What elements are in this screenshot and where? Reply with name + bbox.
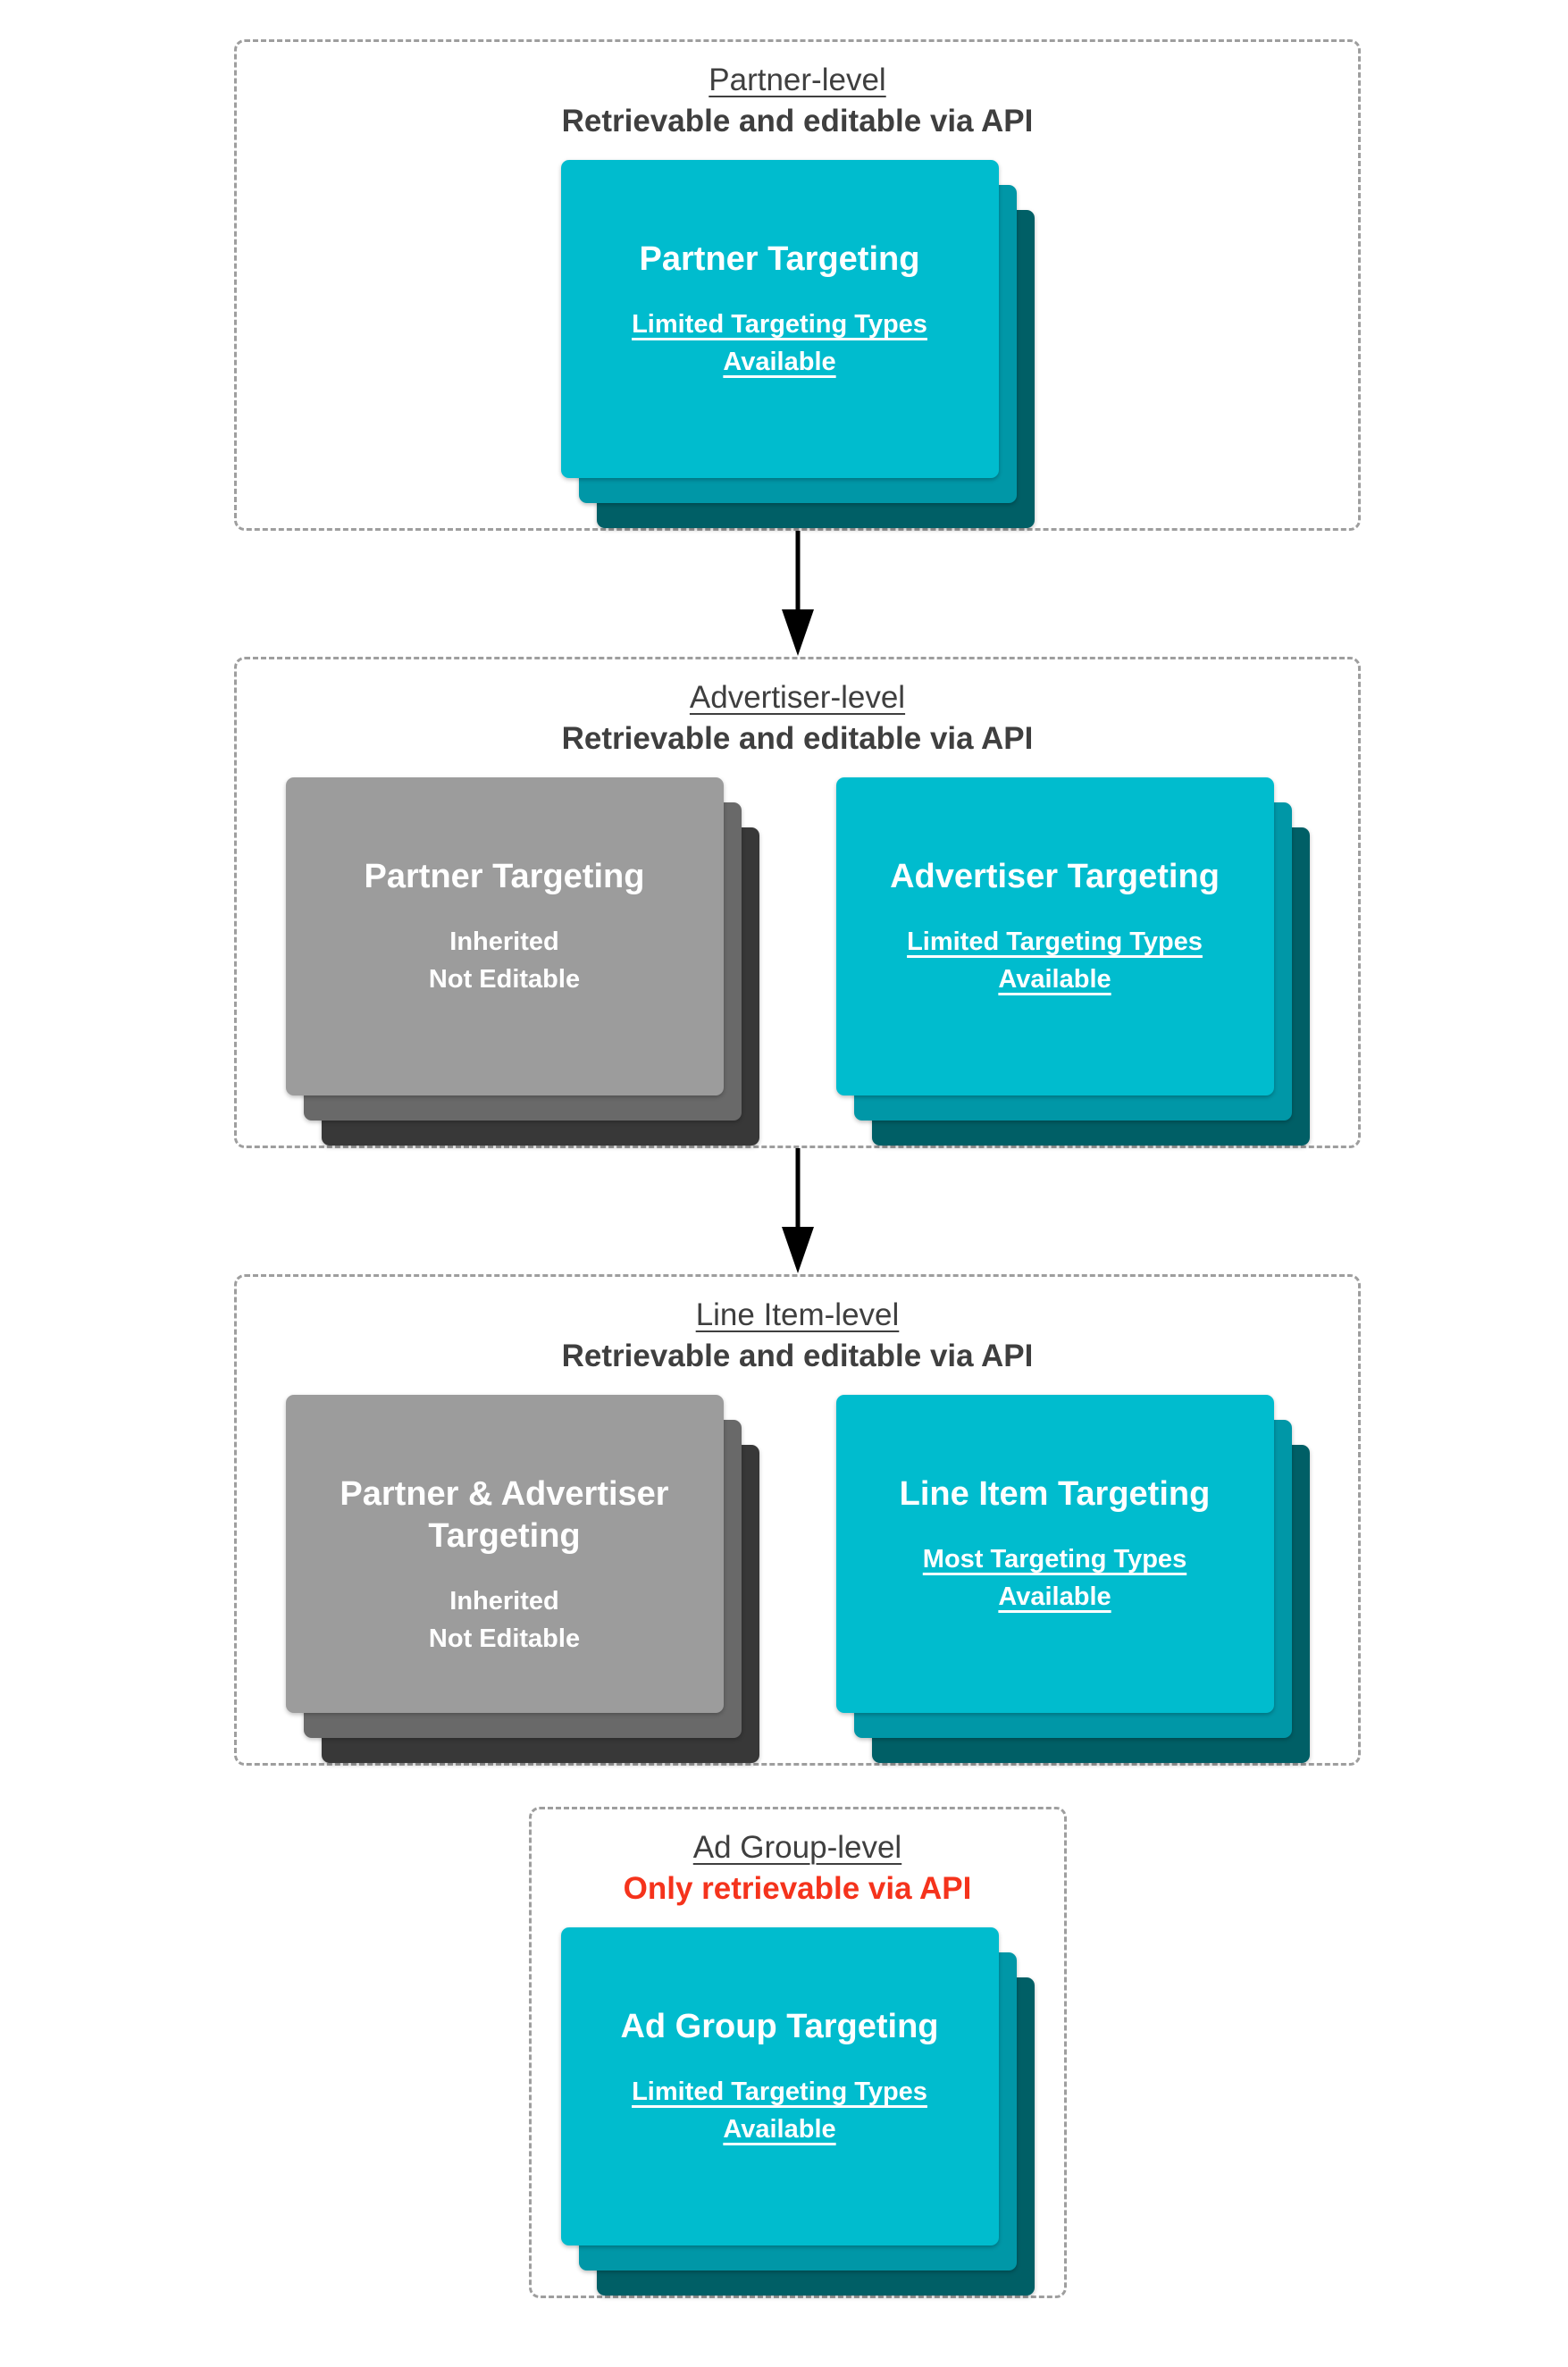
card-face: Partner Targeting Inherited Not Editable — [285, 777, 724, 1095]
card-face: Ad Group Targeting Limited Targeting Typ… — [560, 1927, 999, 2245]
section-subtitle: Retrievable and editable via API — [561, 104, 1034, 138]
cards-row: Partner Targeting Limited Targeting Type… — [237, 160, 1358, 528]
flow-arrow-2 — [234, 1148, 1361, 1274]
section-partner-level: Partner-level Retrievable and editable v… — [234, 39, 1361, 531]
section-title: Line Item-level — [695, 1297, 900, 1332]
card-title: Line Item Targeting — [899, 1475, 1211, 1513]
section-title: Ad Group-level — [692, 1830, 902, 1865]
card-subtitle-line: Inherited — [449, 927, 559, 956]
cards-row: Partner & Advertiser Targeting Inherited… — [237, 1395, 1358, 1763]
card-subtitle: Most Targeting Types Available — [922, 1545, 1187, 1611]
card-title: Advertiser Targeting — [890, 858, 1220, 895]
down-arrow-icon — [781, 1148, 814, 1273]
section-ad-group-level: Ad Group-level Only retrievable via API … — [528, 1807, 1067, 2298]
card-subtitle: Inherited Not Editable — [286, 1582, 724, 1658]
flow-column: Partner-level Retrievable and editable v… — [234, 39, 1361, 2298]
card-subtitle: Limited Targeting Types Available — [632, 2077, 927, 2144]
card-title: Partner Targeting — [364, 858, 645, 895]
section-line-item-level: Line Item-level Retrievable and editable… — [234, 1274, 1361, 1766]
section-advertiser-level: Advertiser-level Retrievable and editabl… — [234, 657, 1361, 1148]
card-face: Advertiser Targeting Limited Targeting T… — [835, 777, 1274, 1095]
card-subtitle-line: Inherited — [449, 1587, 559, 1616]
card-title: Ad Group Targeting — [620, 2008, 939, 2045]
section-title: Partner-level — [709, 63, 886, 97]
card-subtitle-line: Not Editable — [428, 965, 581, 994]
cards-row: Partner Targeting Inherited Not Editable… — [237, 777, 1358, 1146]
cards-row: Ad Group Targeting Limited Targeting Typ… — [532, 1927, 1064, 2296]
section-gap — [234, 1766, 1361, 1807]
section-subtitle: Retrievable and editable via API — [561, 1339, 1034, 1373]
section-subtitle: Only retrievable via API — [623, 1871, 972, 1906]
section-subtitle: Retrievable and editable via API — [561, 721, 1034, 756]
card-title: Partner & Advertiser Targeting — [340, 1475, 669, 1555]
card-subtitle: Limited Targeting Types Available — [907, 927, 1203, 994]
flow-arrow-1 — [234, 531, 1361, 657]
card-subtitle: Limited Targeting Types Available — [632, 310, 927, 376]
card-advertiser-targeting: Advertiser Targeting Limited Targeting T… — [835, 777, 1310, 1146]
card-partner-advertiser-targeting-inherited: Partner & Advertiser Targeting Inherited… — [285, 1395, 759, 1763]
card-line-item-targeting: Line Item Targeting Most Targeting Types… — [835, 1395, 1310, 1763]
down-arrow-icon — [781, 531, 814, 656]
card-partner-targeting-inherited: Partner Targeting Inherited Not Editable — [285, 777, 759, 1146]
card-subtitle: Inherited Not Editable — [286, 923, 724, 998]
card-face: Partner & Advertiser Targeting Inherited… — [285, 1395, 724, 1713]
card-ad-group-targeting: Ad Group Targeting Limited Targeting Typ… — [560, 1927, 1035, 2296]
card-title: Partner Targeting — [639, 240, 920, 278]
card-subtitle-line: Not Editable — [428, 1624, 581, 1653]
card-face: Line Item Targeting Most Targeting Types… — [835, 1395, 1274, 1713]
card-face: Partner Targeting Limited Targeting Type… — [560, 160, 999, 478]
card-partner-targeting: Partner Targeting Limited Targeting Type… — [560, 160, 1035, 528]
section-title: Advertiser-level — [689, 680, 906, 715]
